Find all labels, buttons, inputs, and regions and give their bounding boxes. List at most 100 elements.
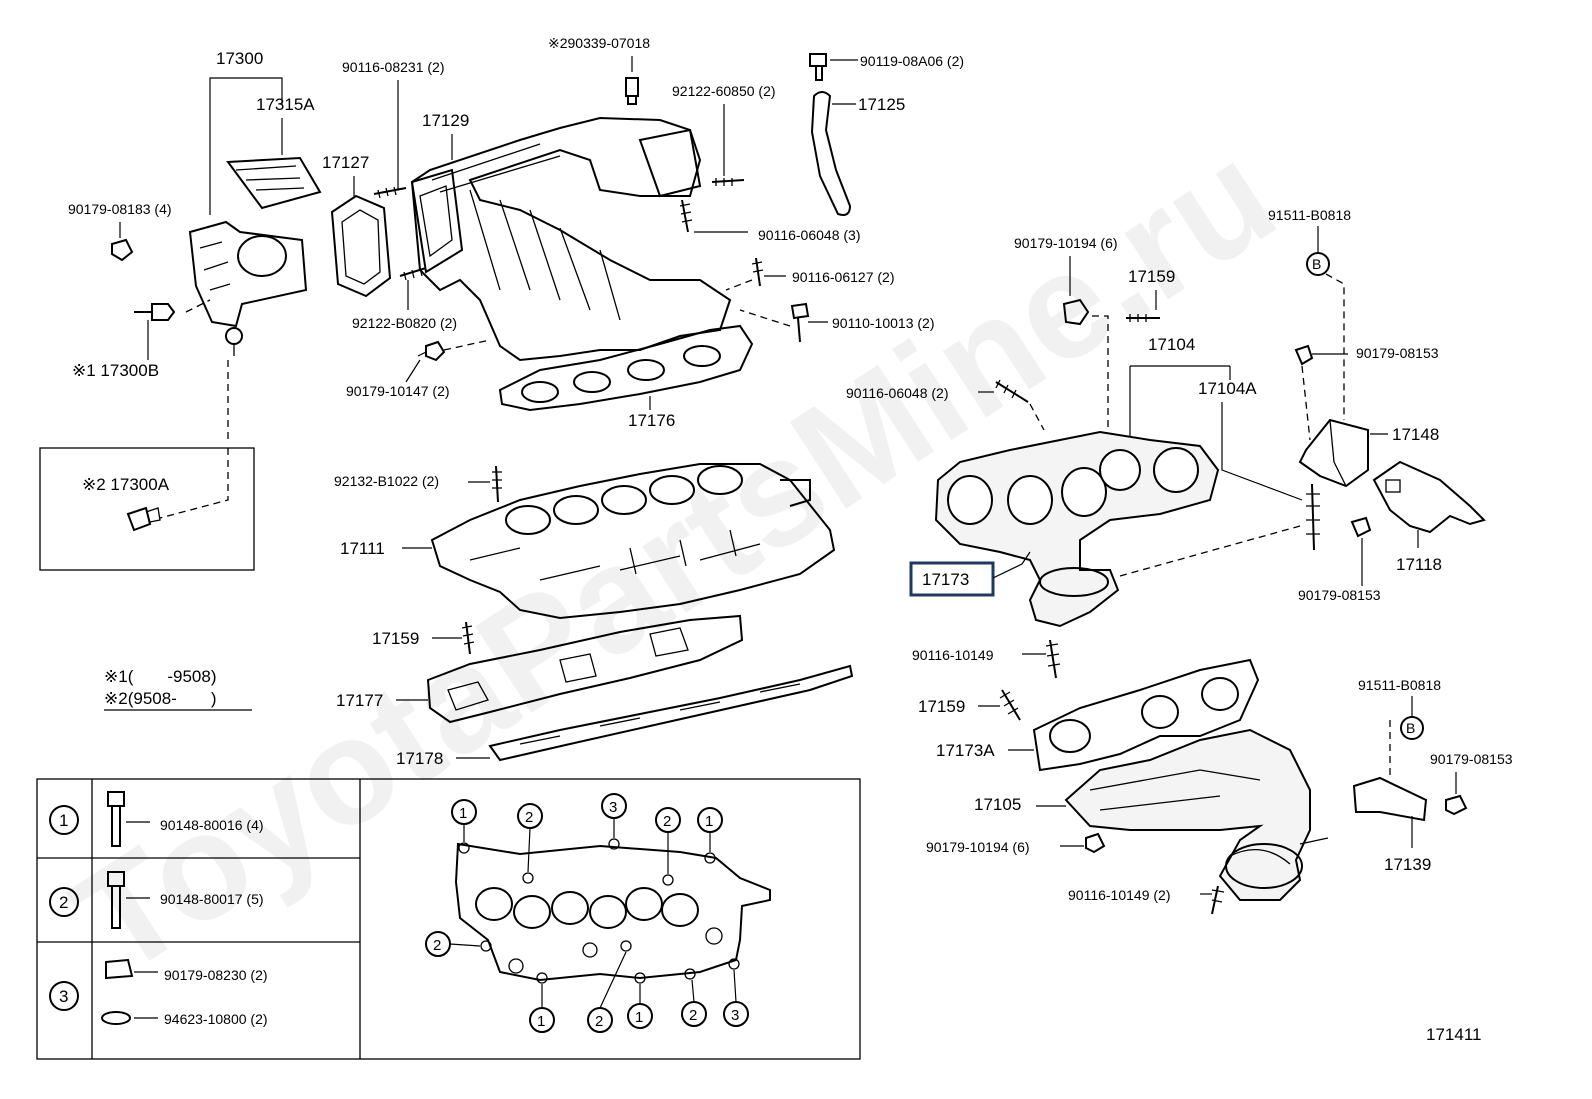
label-92122-B0820[interactable]: 92122-B0820 (2)	[352, 315, 457, 331]
label-17159-b[interactable]: 17159	[1128, 267, 1175, 286]
label-17173[interactable]: 17173	[922, 570, 969, 589]
label-90116-06048-2[interactable]: 90116-06048 (2)	[846, 385, 948, 401]
throttle-body[interactable]	[188, 220, 308, 328]
table-key-1: 1	[59, 811, 68, 830]
bolt-icon-1	[107, 791, 125, 847]
throttle-body-group: 17300 17315A 90179-08183 (4) ※1 17300B ※…	[39, 49, 322, 571]
label-17159-a[interactable]: 17159	[372, 629, 419, 648]
circle-b-label-b: B	[1406, 720, 1415, 736]
label-17118[interactable]: 17118	[1396, 555, 1442, 574]
bolt-icon-2	[107, 871, 125, 929]
nut-90179-08153-a[interactable]	[1294, 344, 1314, 366]
stud-92122-60850[interactable]	[711, 179, 745, 183]
label-90110-10013[interactable]: 90110-10013 (2)	[832, 315, 934, 331]
label-90179-08153-c[interactable]: 90179-08153	[1430, 751, 1513, 767]
nut-90179-08153-b[interactable]	[1350, 516, 1372, 538]
label-92122-60850[interactable]: 92122-60850 (2)	[672, 83, 776, 99]
pattern-marker-top-3-label: 3	[609, 799, 617, 816]
gasket-17127[interactable]	[330, 194, 392, 298]
label-90116-08231[interactable]: 90116-08231 (2)	[342, 59, 444, 75]
label-17139[interactable]: 17139	[1384, 855, 1431, 874]
table-key-3: 3	[59, 987, 68, 1006]
label-90116-10149[interactable]: 90116-10149	[912, 647, 994, 663]
bracket-17148[interactable]	[1298, 418, 1369, 488]
label-17177[interactable]: 17177	[336, 691, 383, 710]
lower-intake-manifold[interactable]	[430, 463, 836, 620]
stud-17104A[interactable]	[1311, 483, 1315, 551]
table-item-3b[interactable]: 94623-10800 (2)	[164, 1011, 268, 1027]
label-17159-c[interactable]: 17159	[918, 697, 965, 716]
label-17300[interactable]: 17300	[216, 49, 263, 68]
label-17129[interactable]: 17129	[422, 111, 469, 130]
label-17125[interactable]: 17125	[858, 95, 905, 114]
nut-90179-10147[interactable]	[425, 340, 446, 362]
label-90179-10194-b[interactable]: 90179-10194 (6)	[926, 839, 1030, 855]
label-17315A[interactable]: 17315A	[256, 95, 315, 114]
sensor-90339-07018[interactable]	[625, 77, 639, 105]
label-90179-08153-a[interactable]: 90179-08153	[1356, 345, 1439, 361]
label-90179-10147[interactable]: 90179-10147 (2)	[346, 383, 450, 399]
exhaust-manifold-17173[interactable]	[934, 430, 1220, 628]
label-90339-07018[interactable]: ※290339-07018	[548, 35, 650, 51]
stay-17125[interactable]	[810, 91, 852, 216]
label-17148[interactable]: 17148	[1392, 425, 1439, 444]
label-17104[interactable]: 17104	[1148, 335, 1195, 354]
label-90179-10194-a[interactable]: 90179-10194 (6)	[1014, 235, 1118, 251]
bolt-pattern-outline	[454, 842, 771, 982]
label-90179-08183[interactable]: 90179-08183 (4)	[68, 201, 172, 217]
pattern-marker-bottom-2-label: 2	[595, 1013, 603, 1030]
label-17104A[interactable]: 17104A	[1198, 379, 1257, 398]
nut-90179-10194-a[interactable]	[1062, 298, 1090, 326]
label-90119-08A06[interactable]: 90119-08A06 (2)	[860, 53, 964, 69]
nut-90179-08153-c[interactable]	[1445, 794, 1468, 816]
exhaust-manifold-17105[interactable]	[1064, 728, 1311, 901]
gasket-17178[interactable]	[488, 664, 854, 762]
label-17127[interactable]: 17127	[322, 153, 369, 172]
stud-90116-10149[interactable]	[1049, 639, 1057, 679]
label-90179-08153-b[interactable]: 90179-08153	[1298, 587, 1381, 603]
throttle-gasket[interactable]	[226, 156, 322, 210]
table-item-2[interactable]: 90148-80017 (5)	[160, 891, 264, 907]
table-item-3a[interactable]: 90179-08230 (2)	[164, 967, 268, 983]
bracket-17118[interactable]	[1372, 460, 1486, 534]
nut-icon-3	[105, 958, 134, 980]
label-17300A[interactable]: ※2 17300A	[82, 475, 170, 494]
label-92132-B1022[interactable]: 92132-B1022 (2)	[334, 473, 439, 489]
bolt-90119-08A06[interactable]	[809, 53, 827, 81]
bracket-17139[interactable]	[1352, 776, 1428, 822]
pattern-marker-bottom-5-label: 3	[731, 1007, 739, 1024]
stud-90116-06048-2[interactable]	[995, 381, 1029, 403]
nut-90179-08183[interactable]	[111, 238, 134, 262]
legend-line-1: ※1( -9508)	[104, 667, 217, 686]
pattern-marker-top-5-label: 1	[705, 813, 713, 830]
figure-number: 171411	[1426, 1025, 1481, 1044]
pattern-marker-top-4-label: 2	[663, 813, 671, 830]
bolt-90110-10013[interactable]	[790, 302, 810, 343]
table-item-1[interactable]: 90148-80016 (4)	[160, 817, 264, 833]
label-91511-B0818-b[interactable]: 91511-B0818	[1358, 677, 1441, 693]
pattern-marker-bottom-4-label: 2	[689, 1007, 697, 1024]
label-90116-06048-3[interactable]: 90116-06048 (3)	[758, 227, 860, 243]
nut-90179-10194-b[interactable]	[1085, 832, 1106, 854]
sensor-17300B[interactable]	[134, 303, 176, 321]
upper-manifold-group: 90116-08231 (2) 17127 17129 92122-B0820 …	[322, 35, 964, 430]
label-91511-B0818-a[interactable]: 91511-B0818	[1268, 207, 1351, 223]
washer-icon-3	[101, 1011, 131, 1025]
label-90116-06127[interactable]: 90116-06127 (2)	[792, 269, 894, 285]
label-17300B[interactable]: ※1 17300B	[72, 361, 159, 380]
circle-b-label-a: B	[1312, 256, 1321, 272]
label-17111[interactable]: 17111	[340, 539, 385, 558]
pattern-marker-bottom-1-label: 1	[537, 1013, 545, 1030]
pattern-marker-top-2-label: 2	[525, 809, 533, 826]
label-17105[interactable]: 17105	[974, 795, 1021, 814]
gasket-17176[interactable]	[498, 324, 754, 412]
gasket-17177[interactable]	[426, 614, 744, 724]
label-90116-10149-2[interactable]: 90116-10149 (2)	[1068, 887, 1170, 903]
upper-intake-manifold[interactable]	[410, 116, 732, 362]
label-17173A[interactable]: 17173A	[936, 741, 995, 760]
label-17178[interactable]: 17178	[396, 749, 443, 768]
gasket-17173A[interactable]	[1032, 658, 1260, 772]
label-17176[interactable]: 17176	[628, 411, 675, 430]
sensor-17300A[interactable]	[126, 506, 152, 532]
